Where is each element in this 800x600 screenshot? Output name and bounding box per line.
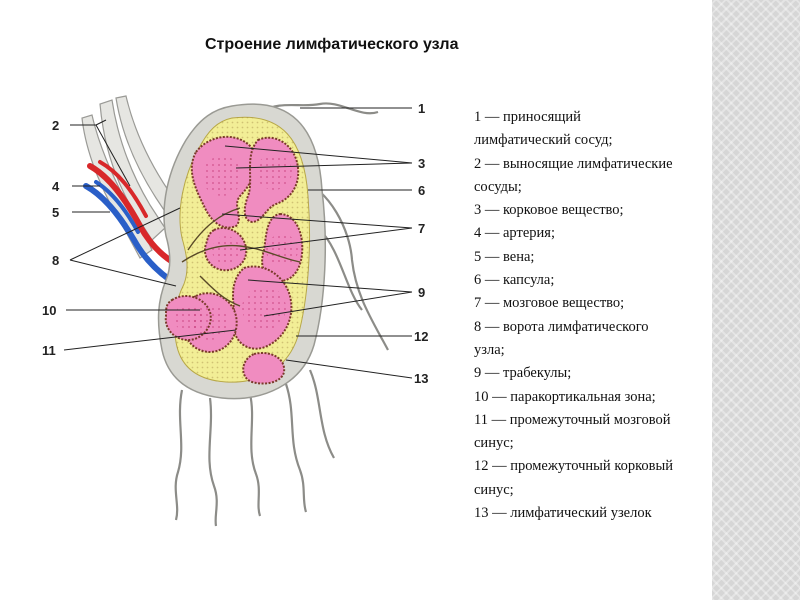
label-13: 13 <box>414 371 428 386</box>
label-3: 3 <box>418 156 425 171</box>
legend-item: 8 — ворота лимфатического узла; <box>474 318 649 358</box>
legend-item: 6 — капсула; <box>474 272 555 289</box>
legend: 1 — приносящий лимфатический сосуд; 2 — … <box>474 106 679 525</box>
vein-vessel <box>83 183 173 283</box>
label-1: 1 <box>418 101 425 116</box>
legend-item: 12 — промежуточный корковый синус; <box>474 458 674 498</box>
legend-item: 11 — промежуточный мозговой синус; <box>474 411 671 452</box>
label-9: 9 <box>418 285 425 300</box>
blood-vessels <box>83 160 179 283</box>
slide-title: Строение лимфатического узла <box>205 36 459 53</box>
label-7: 7 <box>418 221 425 236</box>
legend-item: 4 — артерия; <box>474 225 555 242</box>
label-12: 12 <box>414 329 428 344</box>
label-4: 4 <box>52 179 60 194</box>
legend-item: 3 — корковое вещество; <box>474 202 624 219</box>
label-11: 11 <box>42 343 56 358</box>
lymph-node-diagram: 1 2 3 4 6 5 7 8 9 10 12 11 13 <box>42 95 428 527</box>
legend-item: 1 — приносящий лимфатический сосуд; <box>474 109 613 149</box>
legend-item: 13 — лимфатический узелок <box>474 505 652 522</box>
nodule-texture <box>174 154 298 340</box>
legend-item: 2 — выносящие лимфатические сосуды; <box>474 155 673 195</box>
label-10: 10 <box>42 303 56 318</box>
decorative-side-strip <box>712 0 800 600</box>
label-8: 8 <box>52 253 59 268</box>
trabeculae <box>181 207 301 307</box>
label-2: 2 <box>52 118 59 133</box>
label-5: 5 <box>52 205 59 220</box>
artery-vessel <box>87 163 179 267</box>
legend-item: 7 — мозговое вещество; <box>474 295 625 312</box>
legend-item: 5 — вена; <box>474 248 535 265</box>
leader-lines <box>63 107 413 379</box>
legend-item: 10 — паракортикальная зона; <box>474 388 656 405</box>
label-6: 6 <box>418 183 425 198</box>
legend-item: 9 — трабекулы; <box>474 365 572 382</box>
